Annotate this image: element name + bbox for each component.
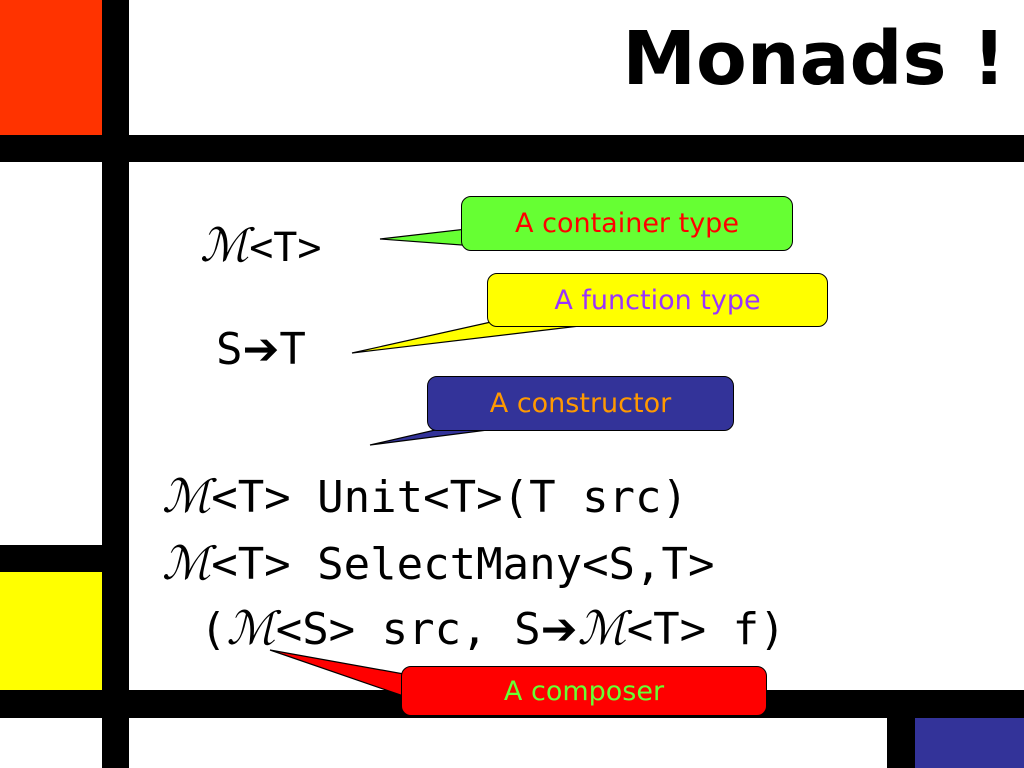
selectmany-arguments-line: (ℳ<S> src, S➔ℳ<T> f) bbox=[200, 605, 786, 652]
open-paren: ( bbox=[200, 604, 227, 655]
monad-symbol: ℳ bbox=[200, 218, 250, 272]
function-type-callout: A function type bbox=[487, 273, 828, 327]
top-grid-line bbox=[0, 135, 1024, 162]
blue-block bbox=[915, 718, 1024, 768]
red-block bbox=[0, 0, 102, 135]
unit-signature-text: <T> Unit<T>(T src) bbox=[211, 472, 689, 523]
selectmany-signature-line: ℳ<T> SelectMany<S,T> bbox=[162, 540, 715, 587]
monad-symbol: ℳ bbox=[162, 536, 212, 590]
constructor-callout: A constructor bbox=[427, 376, 734, 431]
function-source-type: S bbox=[216, 324, 243, 375]
composer-callout-tail bbox=[269, 649, 416, 701]
container-type-text: <T> bbox=[249, 225, 322, 271]
unit-signature-line: ℳ<T> Unit<T>(T src) bbox=[162, 473, 688, 520]
arrow-icon: ➔ bbox=[540, 604, 578, 655]
selectmany-args-middle: <S> src, S bbox=[275, 604, 541, 655]
monad-symbol: ℳ bbox=[577, 601, 627, 655]
yellow-block bbox=[0, 572, 102, 690]
selectmany-signature-text: <T> SelectMany<S,T> bbox=[211, 539, 715, 590]
monad-symbol: ℳ bbox=[162, 469, 212, 523]
function-target-type: T bbox=[279, 324, 306, 375]
container-type-callout: A container type bbox=[461, 196, 793, 251]
function-type-line: S➔T bbox=[216, 328, 306, 372]
vertical-grid-line bbox=[102, 0, 129, 768]
container-type-line: ℳ<T> bbox=[200, 222, 321, 268]
composer-callout: A composer bbox=[401, 666, 767, 716]
monad-symbol: ℳ bbox=[226, 601, 276, 655]
selectmany-args-end: <T> f) bbox=[626, 604, 786, 655]
arrow-icon: ➔ bbox=[242, 324, 280, 375]
left-grid-line bbox=[0, 545, 129, 572]
slide-title: Monads ! bbox=[622, 16, 1006, 102]
right-grid-line bbox=[887, 690, 915, 768]
